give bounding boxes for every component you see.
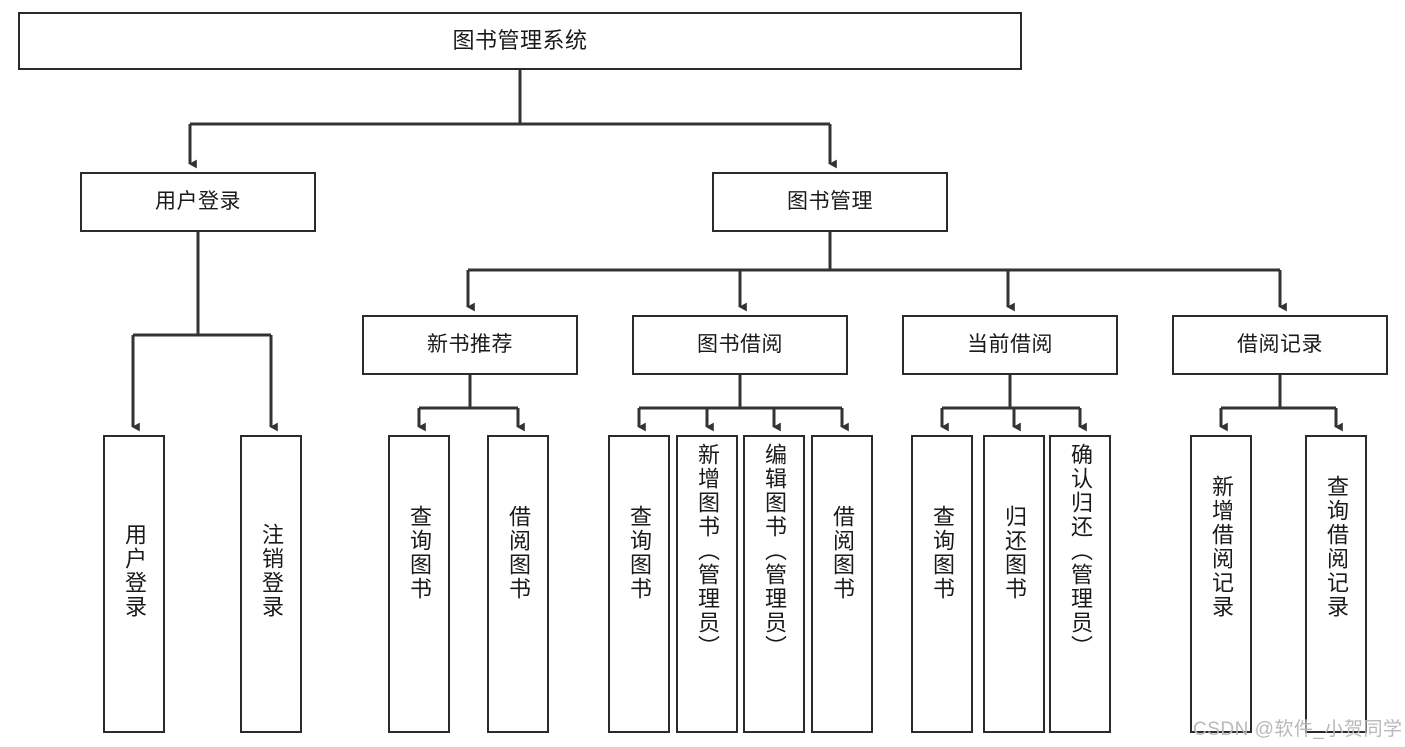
node-leaf-query-book-borrow[interactable]: 查询图书 [608,435,670,733]
node-new-book-recommend[interactable]: 新书推荐 [362,315,578,375]
node-label: 用户登录 [155,190,241,214]
node-label: 注销登录 [259,523,284,619]
node-label: 编辑图书（管理员） [762,443,787,659]
node-leaf-confirm-return-admin[interactable]: 确认归还（管理员） [1049,435,1111,733]
node-label: 图书借阅 [697,333,783,357]
node-leaf-query-book-recommend[interactable]: 查询图书 [388,435,450,733]
node-label: 查询图书 [407,505,432,601]
node-leaf-return-book[interactable]: 归还图书 [983,435,1045,733]
node-label: 图书管理 [787,190,873,214]
node-label: 借阅图书 [830,505,855,601]
node-leaf-logout-login[interactable]: 注销登录 [240,435,302,733]
node-leaf-query-borrow-record[interactable]: 查询借阅记录 [1305,435,1367,733]
node-leaf-borrow-book[interactable]: 借阅图书 [811,435,873,733]
node-label: 新增借阅记录 [1209,475,1234,619]
node-label: 查询图书 [627,505,652,601]
node-label: 借阅图书 [506,505,531,601]
node-leaf-borrow-book-recommend[interactable]: 借阅图书 [487,435,549,733]
node-borrow-record[interactable]: 借阅记录 [1172,315,1388,375]
node-leaf-query-book-current[interactable]: 查询图书 [911,435,973,733]
node-label: 查询图书 [930,505,955,601]
node-book-borrow[interactable]: 图书借阅 [632,315,848,375]
node-leaf-add-borrow-record[interactable]: 新增借阅记录 [1190,435,1252,733]
node-leaf-edit-book-admin[interactable]: 编辑图书（管理员） [743,435,805,733]
node-book-management[interactable]: 图书管理 [712,172,948,232]
node-label: 确认归还（管理员） [1068,443,1093,659]
node-label: 归还图书 [1002,505,1027,601]
node-label: 查询借阅记录 [1324,475,1349,619]
node-leaf-user-login[interactable]: 用户登录 [103,435,165,733]
node-label: 用户登录 [122,523,147,619]
node-label: 当前借阅 [967,333,1053,357]
node-label: 新增图书（管理员） [695,443,720,659]
node-label: 新书推荐 [427,333,513,357]
node-label: 借阅记录 [1237,333,1323,357]
node-user-login[interactable]: 用户登录 [80,172,316,232]
node-root-book-management-system[interactable]: 图书管理系统 [18,12,1022,70]
node-label: 图书管理系统 [452,27,588,53]
node-leaf-add-book-admin[interactable]: 新增图书（管理员） [676,435,738,733]
node-current-borrow[interactable]: 当前借阅 [902,315,1118,375]
